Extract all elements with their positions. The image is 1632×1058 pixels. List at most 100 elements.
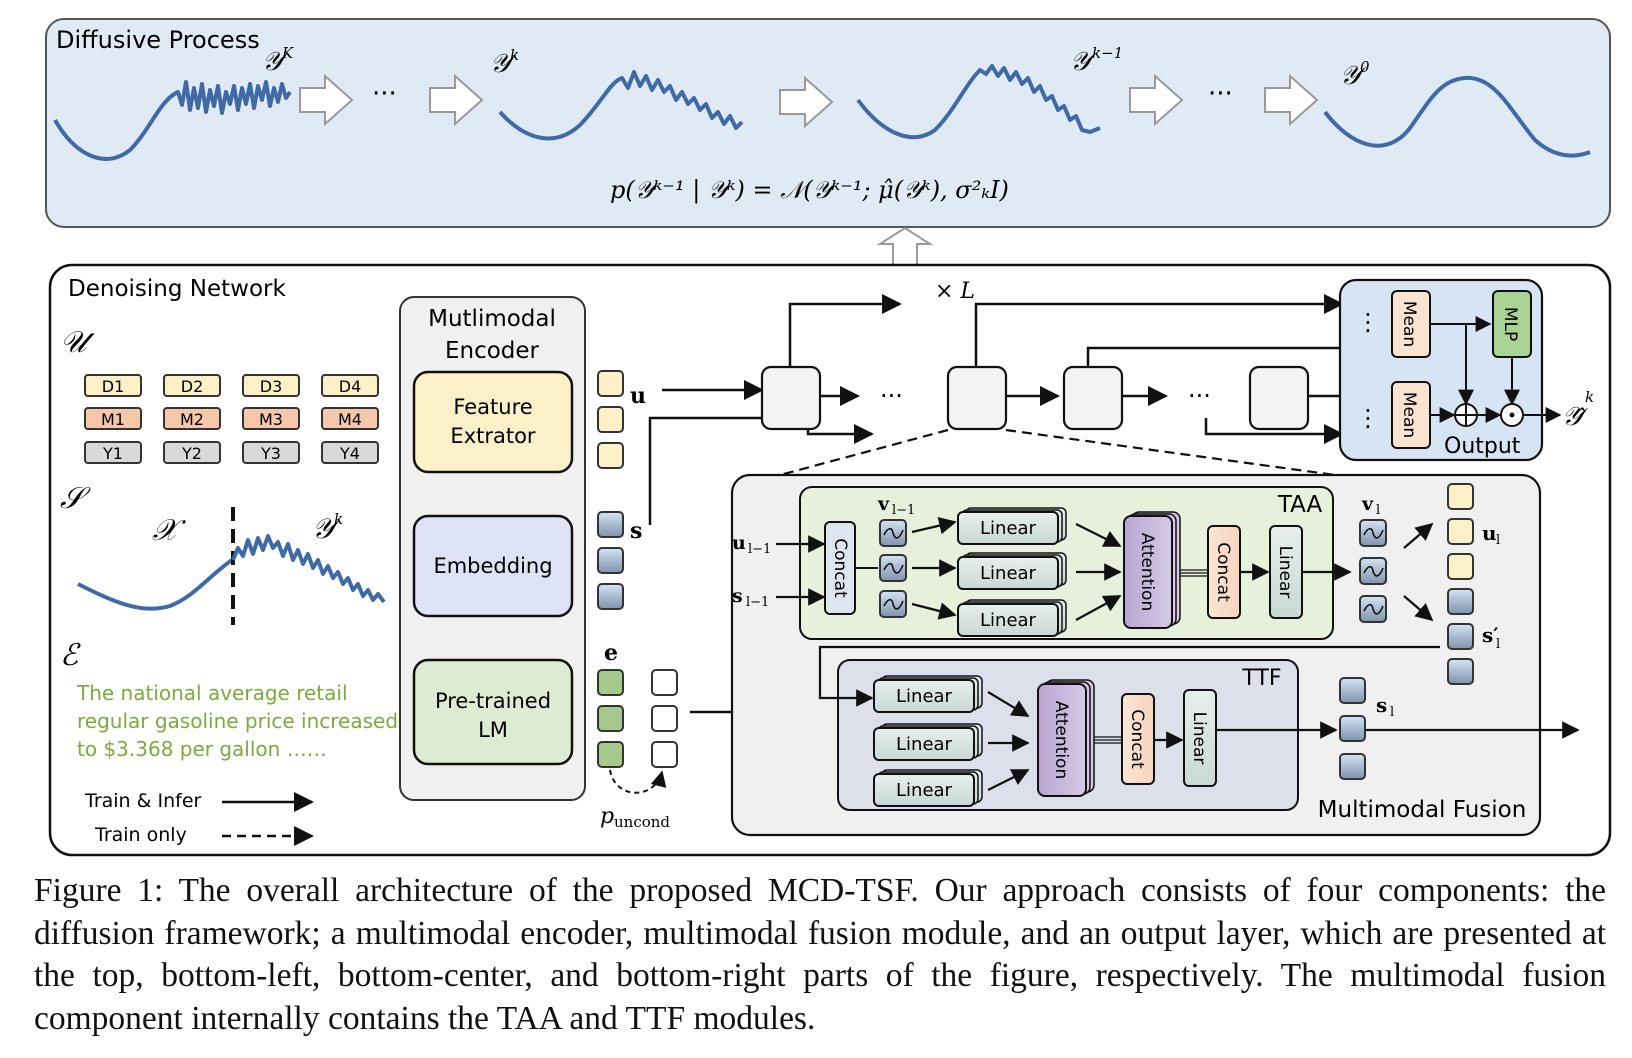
u-l-label: u [1482, 521, 1497, 545]
taa-linear-2-label: Linear [980, 563, 1037, 584]
text-sample-line3: to $3.368 per gallon …… [77, 737, 327, 761]
feature-extractor-box [412, 370, 574, 474]
layer-blocks: ··· ··· [760, 365, 1310, 431]
ttf-label: TTF [1241, 666, 1281, 691]
v-prev-sub: l−1 [892, 503, 915, 518]
reverse-equation: p(𝒴ᵏ⁻¹ | 𝒴ᵏ) = 𝒩(𝒴ᵏ⁻¹; μ̂(𝒴ᵏ), σ²ₖI) [610, 176, 1009, 205]
d-chips: D1 D2 D3 D4 [84, 374, 379, 397]
chip-m1: M1 [101, 410, 125, 429]
times-L-label: × L [935, 279, 975, 304]
block-arrow-2 [429, 73, 484, 127]
pretrained-lm-box [412, 658, 574, 766]
output-label: Output [1444, 434, 1521, 459]
encoder-title-line1: Mutlimodal [428, 306, 556, 332]
taa-linear-3: Linear [957, 599, 1067, 637]
chip-m2: M2 [180, 410, 204, 429]
output-dots-1: ⋮ [1356, 308, 1380, 336]
s-l-prime-sub: l [1496, 637, 1500, 652]
token-e-label: e [604, 640, 618, 666]
wave-yk [498, 70, 744, 141]
legend-dashed-label: Train only [94, 824, 187, 846]
chip-y2: Y2 [181, 444, 202, 463]
ellipsis-1: ··· [372, 79, 397, 109]
taa-attention-label: Attention [1137, 533, 1157, 611]
text-sample-line1: The national average retail [76, 681, 348, 705]
figure-caption: Figure 1: The overall architecture of th… [34, 872, 1606, 1037]
chip-y4: Y4 [339, 444, 360, 463]
ttf-linear-2: Linear [873, 723, 983, 761]
mlp-label: MLP [1500, 307, 1520, 341]
ttf-concat-label: Concat [1127, 709, 1147, 769]
label-yk-sup: k [510, 46, 519, 64]
ttf-linear-1-label: Linear [896, 686, 953, 707]
s-l-label: s [1376, 693, 1387, 717]
ttf-linear-3: Linear [873, 769, 983, 807]
uncond-dashed-arrow [609, 769, 667, 794]
chip-m4: M4 [338, 410, 362, 429]
ttf-linear-2-label: Linear [896, 734, 953, 755]
taa-linear-3-label: Linear [980, 610, 1037, 631]
pretrained-lm-line2: LM [478, 718, 508, 742]
output-yhat-sup: k [1585, 388, 1594, 406]
encoder-tokens: u s e p uncond [597, 370, 678, 831]
chip-y3: Y3 [260, 444, 281, 463]
layer-block-3 [1062, 365, 1124, 431]
architecture-diagram: Diffusive Process 𝒴 K ··· 𝒴 k 𝒴 k−1 ··· … [45, 18, 1612, 857]
taa-concat-label: Concat [830, 538, 850, 598]
label-yK-sup: K [281, 44, 294, 62]
embedding-box [412, 514, 574, 618]
denoising-network-title: Denoising Network [68, 276, 286, 302]
block-arrow-1 [299, 73, 354, 127]
block-arrow-5 [1264, 73, 1319, 127]
u-l-sub: l [1496, 533, 1500, 548]
output-panel: ⋮ ⋮ Mean Mean MLP Output 𝒴̂ k [1338, 278, 1594, 462]
embedding-label: Embedding [433, 554, 552, 578]
wave-yk1 [856, 64, 1101, 140]
taa-concat2-label: Concat [1213, 542, 1233, 602]
chip-d1: D1 [102, 377, 125, 396]
symbol-E: ℰ [60, 638, 81, 673]
feature-extractor-line2: Extrator [450, 424, 536, 448]
encoder-title-line2: Encoder [445, 338, 540, 364]
multimodal-fusion-panel: Multimodal Fusion TAA u l−1 s l−1 Concat… [730, 473, 1580, 837]
m-chips: M1 M2 M3 M4 [84, 407, 379, 430]
diffusive-process-title: Diffusive Process [56, 26, 260, 54]
mean-label-1: Mean [1399, 301, 1419, 347]
chip-y1: Y1 [102, 444, 123, 463]
feature-extractor-line1: Feature [453, 395, 532, 419]
p-uncond-sub: uncond [614, 813, 670, 831]
v-l-label: v [1361, 493, 1374, 515]
p-uncond-label: p [600, 804, 614, 829]
u-prev-label: u [732, 532, 746, 554]
s-prime-feedback-line [818, 645, 1440, 707]
text-sample-line2: regular gasoline price increased [77, 709, 398, 733]
label-yk1-sup: k−1 [1092, 44, 1123, 62]
ttf-linear-1: Linear [873, 675, 983, 713]
up-block-arrow [876, 226, 934, 266]
s-prev-sub: l−1 [746, 595, 769, 610]
diffusive-process-panel: Diffusive Process 𝒴 K ··· 𝒴 k 𝒴 k−1 ··· … [45, 18, 1611, 228]
block-arrow-4 [1129, 73, 1184, 127]
ttf-linear-out-box [1183, 689, 1217, 787]
v-l-sub: l [1376, 503, 1380, 518]
chip-d4: D4 [339, 377, 362, 396]
ttf-linear-3-label: Linear [896, 780, 953, 801]
y-chips: Y1 Y2 Y3 Y4 [84, 441, 379, 464]
symbol-Yk-sup: k [334, 510, 343, 528]
pretrained-lm-line1: Pre-trained [435, 689, 551, 713]
s-l-sub: l [1390, 705, 1394, 720]
chip-d3: D3 [260, 377, 283, 396]
taa-label: TAA [1277, 492, 1323, 518]
layer-block-2 [946, 365, 1008, 431]
wave-y0 [1323, 75, 1591, 158]
output-dots-2: ⋮ [1356, 404, 1380, 432]
chip-m3: M3 [259, 410, 283, 429]
token-s-label: s [630, 518, 642, 544]
s-prev-label: s [732, 585, 743, 607]
u-l-tokens [1447, 483, 1474, 580]
layer-block-1 [760, 365, 822, 431]
layer-ellipsis-1: ··· [880, 382, 903, 410]
u-prev-sub: l−1 [748, 542, 771, 557]
series-future [231, 534, 386, 604]
taa-attention: Attention [1123, 511, 1181, 629]
